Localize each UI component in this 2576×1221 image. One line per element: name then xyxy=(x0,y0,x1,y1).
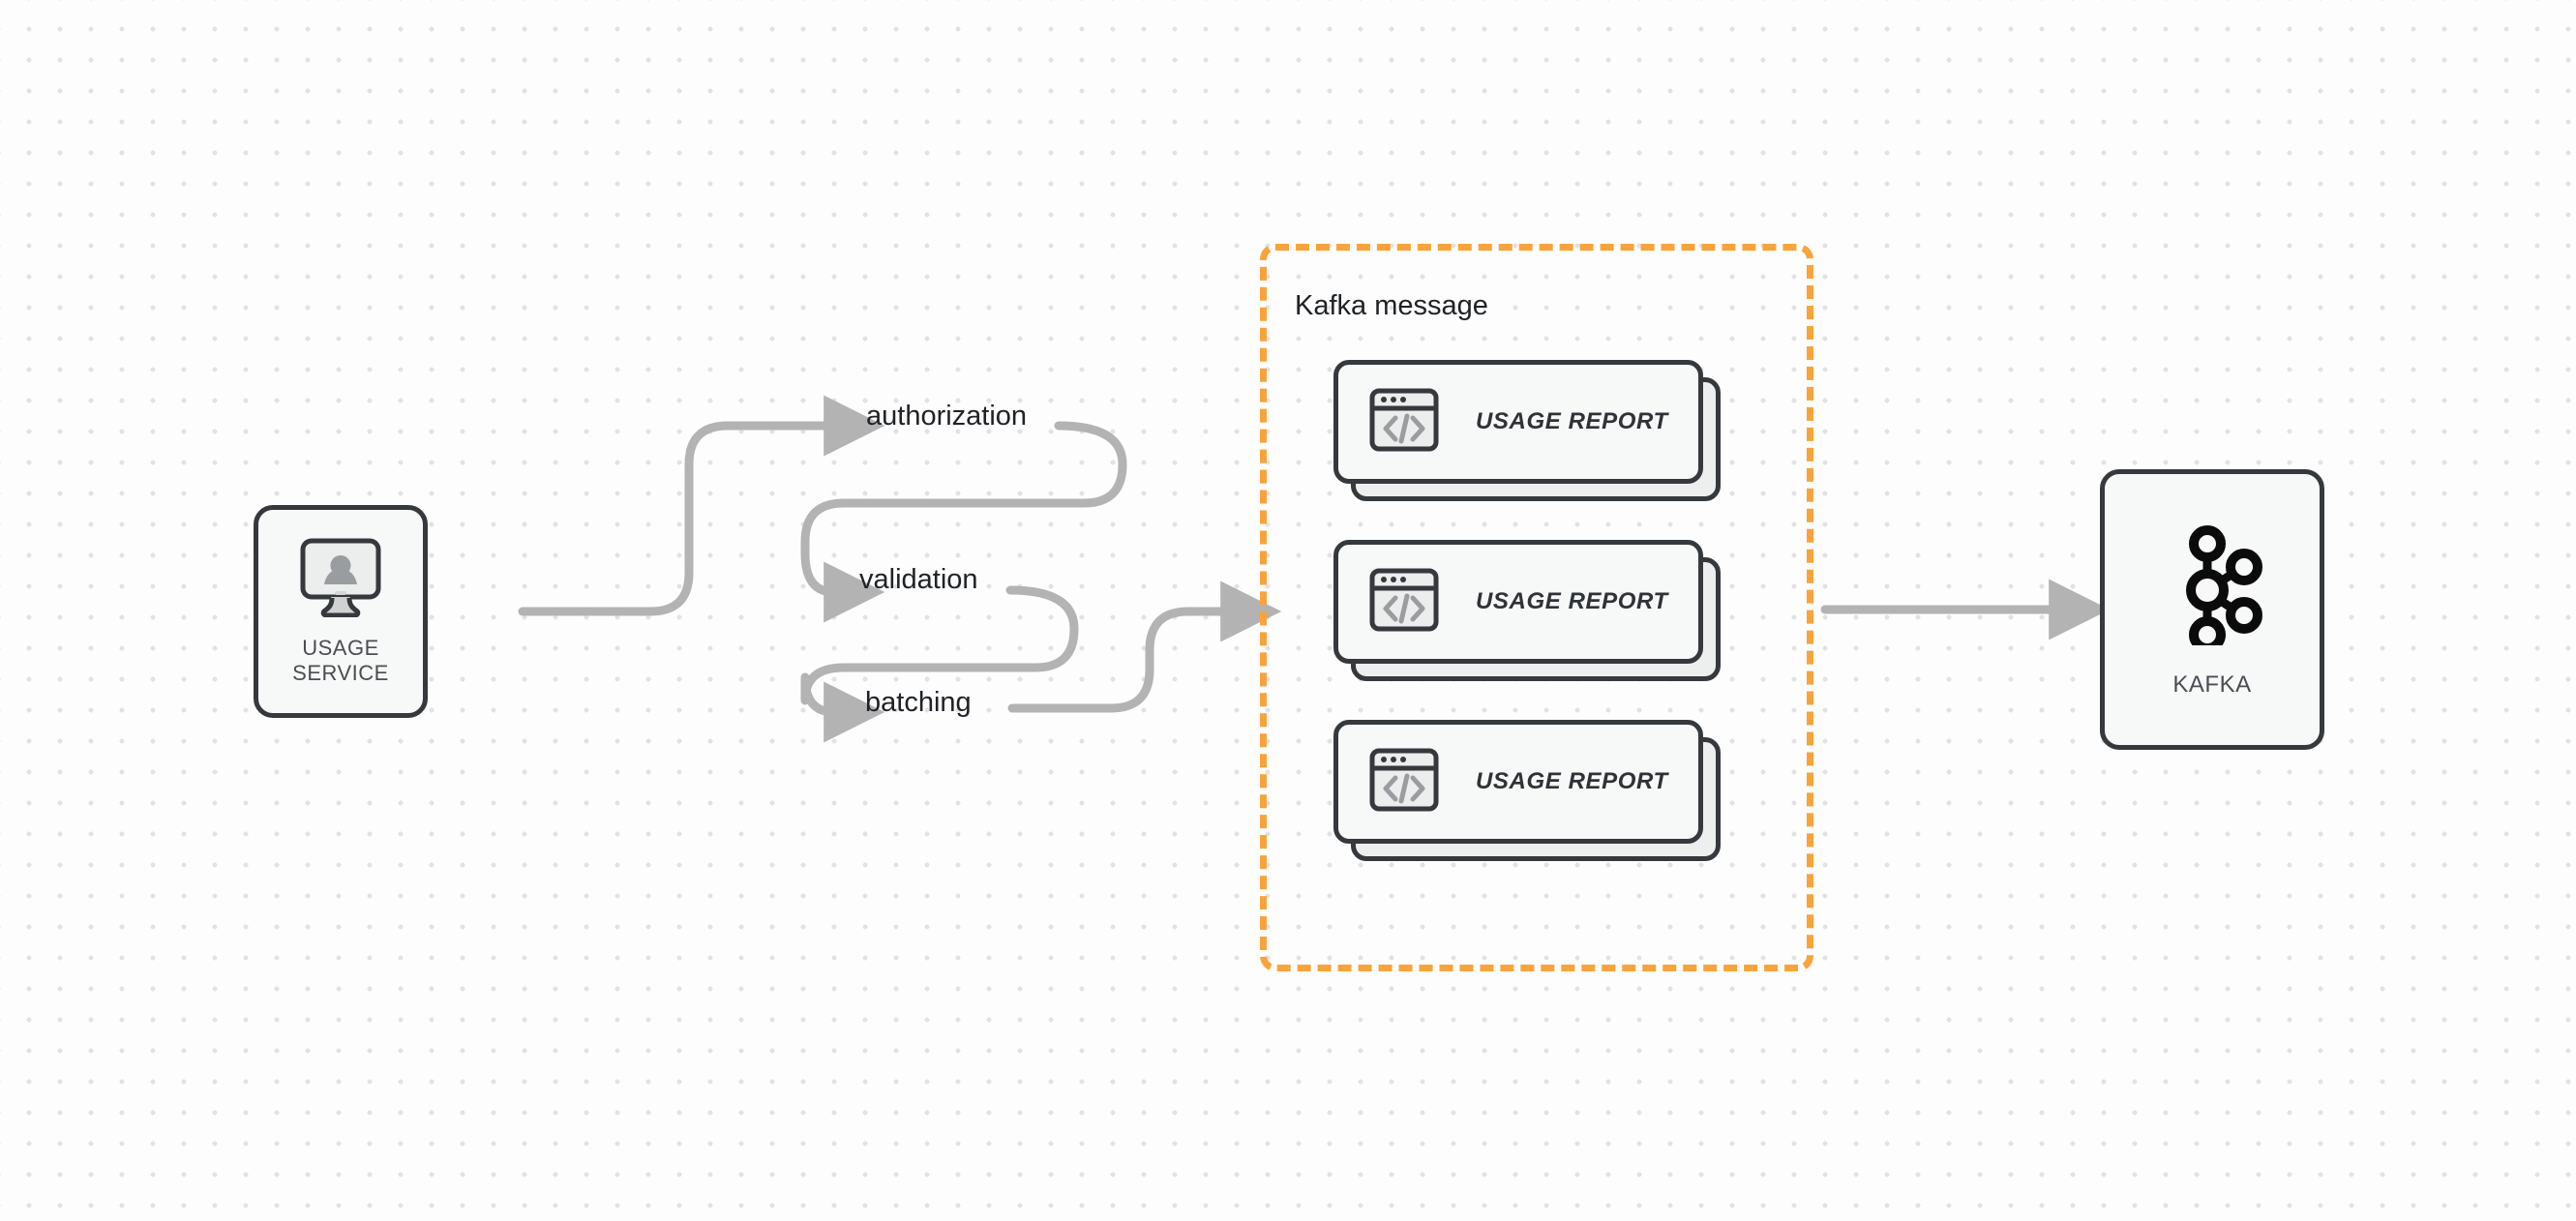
code-window-icon xyxy=(1369,565,1439,640)
node-usage-service[interactable]: USAGE SERVICE xyxy=(254,505,428,718)
card-face: USAGE REPORT xyxy=(1333,360,1703,484)
node-kafka-label: KAFKA xyxy=(2172,670,2252,698)
usage-report-card[interactable]: USAGE REPORT xyxy=(1333,540,1721,681)
step-label-batching[interactable]: batching xyxy=(865,687,972,718)
usage-report-card[interactable]: USAGE REPORT xyxy=(1333,360,1721,501)
node-kafka[interactable]: KAFKA xyxy=(2100,469,2324,750)
connector-batching-to-kafka-message xyxy=(1007,581,1282,713)
usage-report-label: USAGE REPORT xyxy=(1476,768,1668,794)
usage-report-label: USAGE REPORT xyxy=(1476,408,1668,434)
kafka-message-title: Kafka message xyxy=(1295,290,1488,321)
kafka-message-group[interactable] xyxy=(1260,244,1813,971)
kafka-logo-icon xyxy=(2162,521,2262,653)
usage-report-card[interactable]: USAGE REPORT xyxy=(1333,720,1721,861)
node-usage-service-label: USAGE SERVICE xyxy=(292,635,389,685)
usage-report-label: USAGE REPORT xyxy=(1476,588,1668,614)
card-face: USAGE REPORT xyxy=(1333,720,1703,844)
connector-service-to-authorization xyxy=(518,395,885,616)
code-window-icon xyxy=(1369,745,1439,819)
card-face: USAGE REPORT xyxy=(1333,540,1703,664)
code-window-icon xyxy=(1369,385,1439,460)
step-label-authorization[interactable]: authorization xyxy=(866,401,1028,432)
step-label-validation[interactable]: validation xyxy=(859,564,978,595)
monitor-user-icon xyxy=(299,538,382,622)
